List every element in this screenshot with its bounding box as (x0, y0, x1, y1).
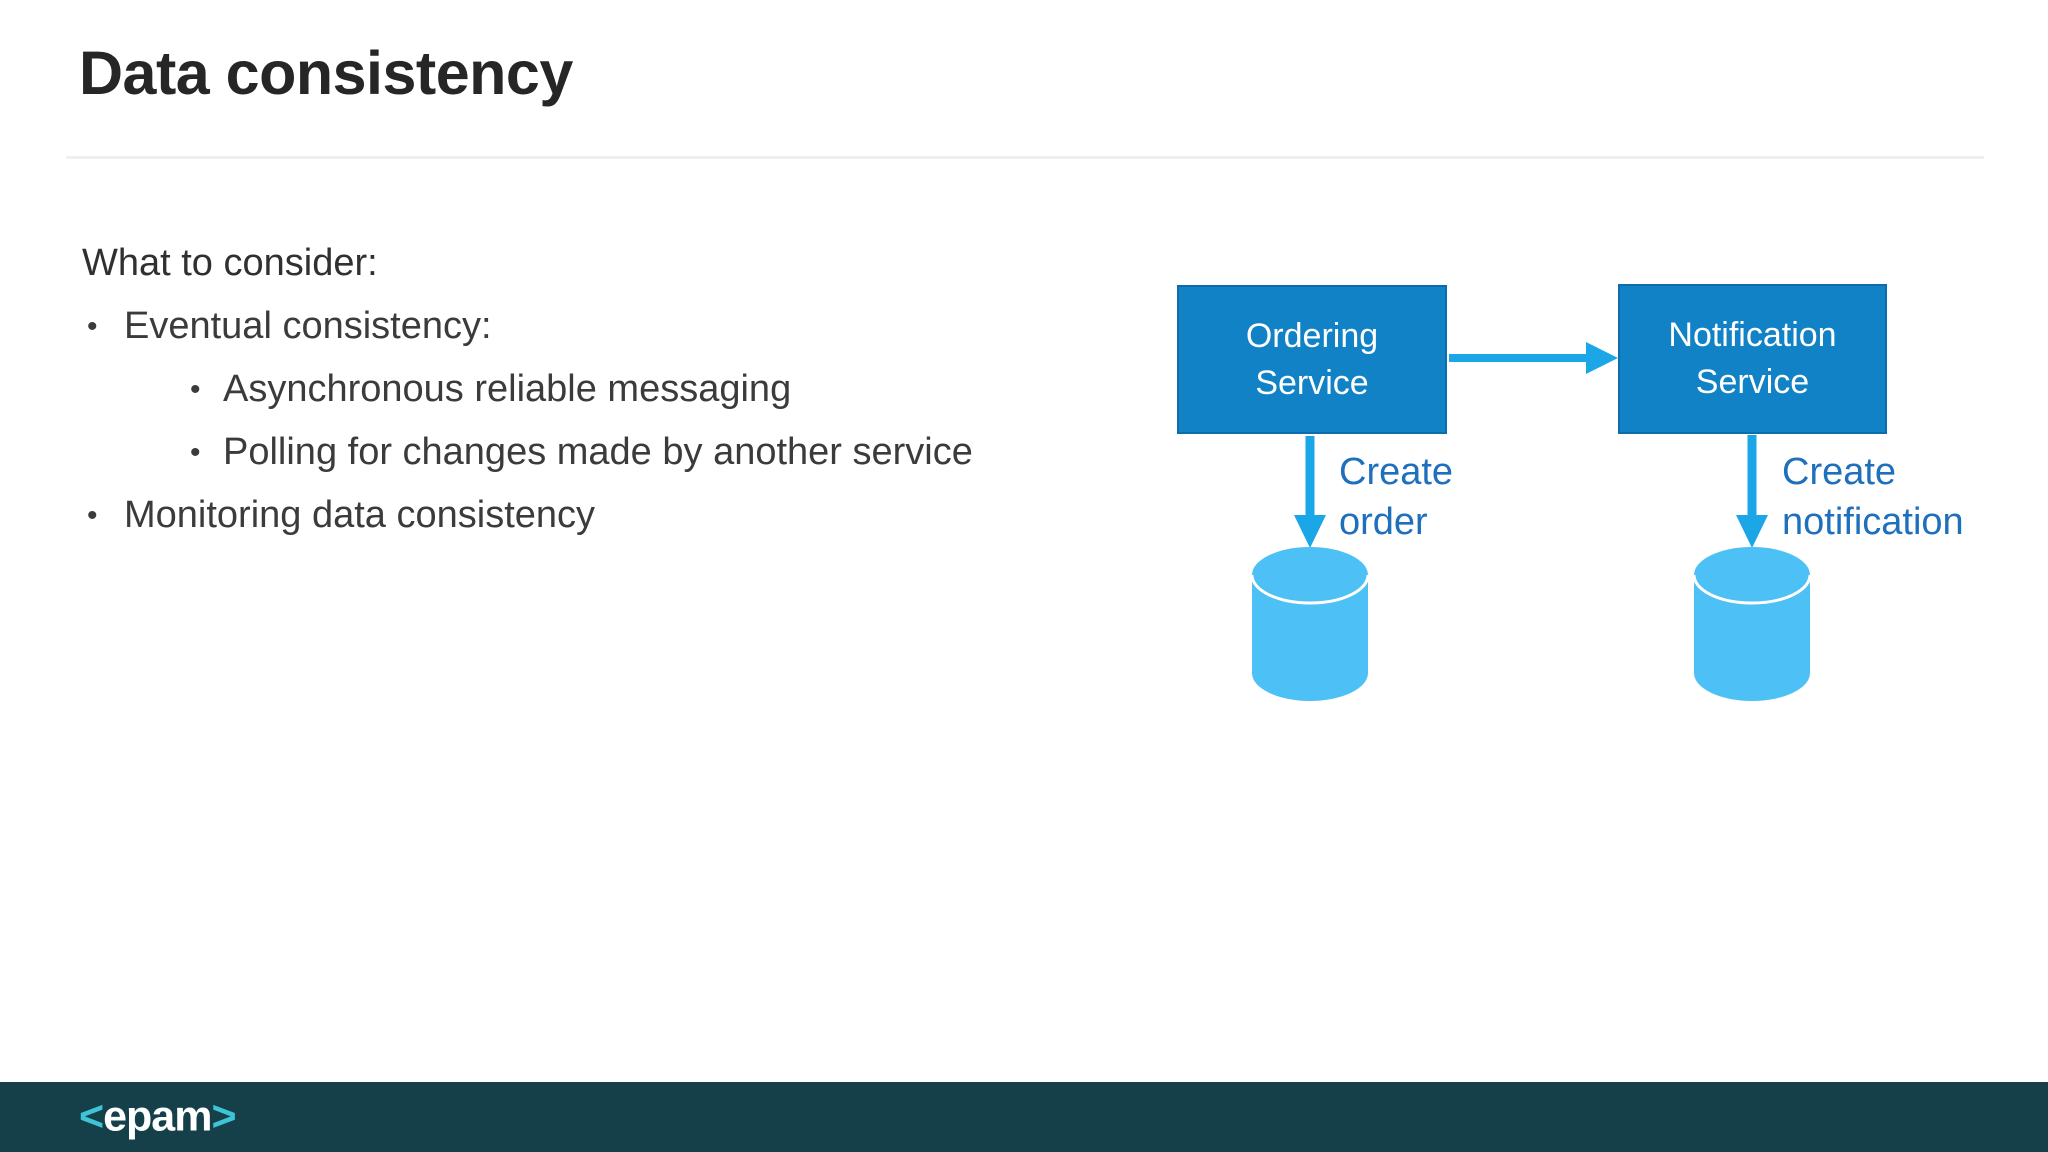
edge-label-create-notification: Create notification (1782, 451, 1964, 543)
bullet-icon: • (87, 498, 98, 532)
logo-right-bracket: > (211, 1092, 236, 1141)
list-item: • Monitoring data consistency (82, 484, 973, 547)
list-item-label: Monitoring data consistency (124, 494, 596, 536)
list-item-label: Eventual consistency: (124, 305, 492, 347)
down-arrow-icon (1736, 435, 1768, 548)
node-label: Ordering Service (1245, 316, 1379, 402)
list-item: • Asynchronous reliable messaging (82, 358, 973, 421)
page-title: Data consistency (79, 39, 573, 107)
logo-left-bracket: < (79, 1092, 104, 1141)
list-item-label: Polling for changes made by another serv… (223, 431, 973, 473)
database-icon (1692, 547, 1812, 701)
diagram-node-notification-service: Notification Service (1618, 284, 1887, 434)
list-item: • Eventual consistency: (82, 295, 973, 358)
bullet-icon: • (190, 372, 201, 406)
edge-label-create-order: Create order (1339, 451, 1454, 543)
database-icon (1250, 547, 1370, 701)
title-divider (66, 156, 1984, 159)
logo-text: epam (103, 1092, 212, 1141)
node-label: Notification Service (1668, 316, 1837, 401)
footer-bar: < epam > (0, 1082, 2048, 1152)
bullet-icon: • (190, 435, 201, 469)
list-item-label: Asynchronous reliable messaging (223, 368, 792, 410)
bullet-icon: • (87, 309, 98, 343)
down-arrow-icon (1294, 436, 1326, 548)
list-item: • Polling for changes made by another se… (82, 421, 973, 484)
bullet-list: What to consider: • Eventual consistency… (82, 232, 973, 547)
right-arrow-icon (1449, 342, 1618, 374)
epam-logo: < epam > (79, 1092, 237, 1142)
list-heading: What to consider: (82, 242, 378, 284)
diagram-node-ordering-service: Ordering Service (1177, 285, 1447, 434)
